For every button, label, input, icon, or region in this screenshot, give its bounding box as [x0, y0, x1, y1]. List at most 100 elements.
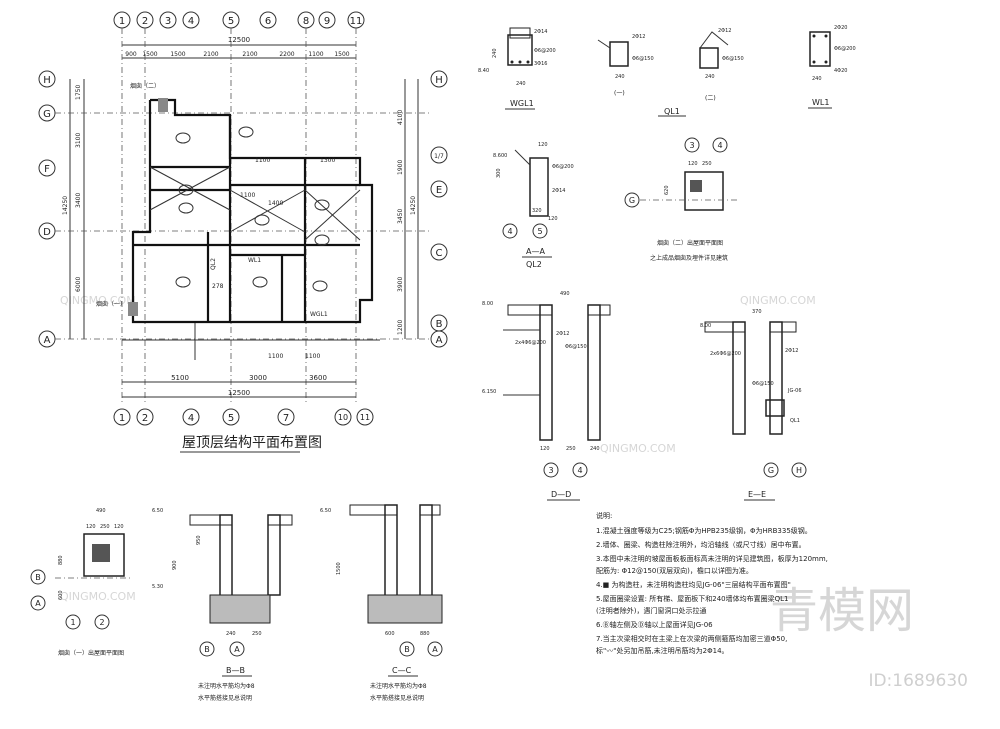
dim-text: 1750 — [75, 85, 82, 100]
dim-text: 240 — [615, 74, 625, 80]
wgl1-section: 2Φ14 Φ6@200 3Φ16 8.40 240 240 WGL1 — [478, 27, 556, 110]
axis-label: A — [436, 335, 443, 346]
beam-label: 1100 — [268, 353, 283, 360]
cc-note: 水平筋搭接见总说明 — [370, 694, 424, 702]
beam-label: 278 — [212, 283, 224, 290]
dim-text: 120 — [540, 446, 550, 452]
dim-text: Φ6@200 — [834, 46, 856, 52]
section-aa: 8.600 300 120 Φ6@200 2Φ14 320 120 4 5 A—… — [493, 142, 574, 269]
axis-label: H — [43, 75, 51, 86]
dim-text: 3100 — [75, 133, 82, 148]
dim-text: 250 — [100, 524, 110, 530]
note-line: 标"〰"处另加吊筋,未注明吊筋均为2Φ14。 — [596, 646, 729, 655]
dim-text: 12500 — [228, 389, 250, 397]
dim-text: 14250 — [410, 196, 417, 215]
axis-label: 5 — [537, 227, 542, 236]
section-dd: 8.00 6.150 490 2Φ12 2x4Φ6@200 Φ6@150 120… — [482, 291, 611, 501]
dim-text: 8.600 — [493, 153, 507, 159]
note-line: 1.混凝土强度等级为C25;钢筋Φ为HPB235级钢，Φ为HRB335级钢。 — [596, 526, 812, 535]
axis-label: 4 — [577, 466, 582, 475]
dim-text: QL1 — [790, 418, 800, 424]
watermark-latin: QINGMO.COM — [60, 294, 136, 307]
dim-text: 1900 — [397, 160, 404, 175]
dim-text: 120 — [548, 216, 558, 222]
left-axis-column: H G F D A — [38, 70, 56, 348]
chimney2-note: 之上成品烟囱及埋件详见建筑 — [650, 254, 728, 262]
dim-text: 2Φ20 — [834, 25, 847, 31]
dim-text: 240 — [492, 48, 498, 58]
plan-walls — [122, 98, 380, 360]
axis-label: 2 — [142, 413, 148, 424]
axis-label: 3 — [165, 16, 171, 27]
axis-label: 11 — [360, 413, 370, 422]
axis-label: 8 — [303, 16, 309, 27]
dim-text: 2Φ12 — [785, 348, 798, 354]
dim-text: 2200 — [279, 51, 294, 58]
watermark-latin-2: QINGMO.COM — [60, 590, 136, 603]
axis-label: 6 — [265, 16, 271, 27]
axis-label: A — [432, 645, 438, 654]
dim-text: 120 — [86, 524, 96, 530]
beam-label: 1400 — [268, 200, 283, 207]
dim-text: 2x6Φ6@200 — [710, 351, 741, 357]
section-label: A—A — [526, 247, 545, 256]
section-label: B—B — [226, 666, 245, 675]
dim-text: 8.40 — [478, 68, 489, 74]
section-label: WGL1 — [510, 99, 534, 108]
dim-text: 4Φ20 — [834, 68, 847, 74]
beam-label: 1100 — [305, 353, 320, 360]
dim-text: 2Φ14 — [552, 188, 565, 194]
dim-text: 6.150 — [482, 389, 496, 395]
axis-label: 11 — [350, 16, 363, 27]
axis-label: 7 — [283, 413, 289, 424]
axis-label: B — [204, 645, 210, 654]
dim-text: 600 — [385, 631, 395, 637]
axis-label: 5 — [228, 16, 234, 27]
chimney1-title: 烟囱（一）出屋面平面图 — [58, 649, 124, 657]
wl1-section: 2Φ20 Φ6@200 4Φ20 240 WL1 — [808, 25, 856, 109]
dim-text: 12500 — [228, 36, 250, 44]
dim-text: 250 — [566, 446, 576, 452]
dim-text: 880 — [58, 555, 64, 565]
dim-text: 240 — [705, 74, 715, 80]
section-label: D—D — [551, 490, 571, 499]
dim-text: 240 — [226, 631, 236, 637]
note-line: 2.墙体、圈梁、构造柱除注明外，均沿轴线（或尺寸线）居中布置。 — [596, 540, 806, 549]
beam-label: WGL1 — [310, 311, 328, 318]
dim-text: 490 — [560, 291, 570, 297]
axis-label: A — [44, 335, 51, 346]
dim-text: 300 — [496, 168, 502, 178]
axis-label: C — [436, 248, 443, 259]
beam-label: QL2 — [210, 258, 217, 270]
dim-text: 4100 — [397, 110, 404, 125]
dim-text: Φ6@200 — [552, 164, 574, 170]
axis-label: 10 — [338, 413, 348, 422]
dim-text: 370 — [752, 309, 762, 315]
axis-label: 3 — [689, 141, 694, 150]
dim-text: 2100 — [203, 51, 218, 58]
dim-text: 5.30 — [152, 584, 163, 590]
dim-text: 8.00 — [700, 323, 711, 329]
axis-label: 2 — [99, 618, 104, 627]
bb-note: 未注明水平筋均为Φ8 — [198, 682, 255, 690]
axis-label: 4 — [188, 16, 194, 27]
axis-label: G — [768, 466, 774, 475]
section-label: C—C — [392, 666, 412, 675]
section-bb: 6.50 5.30 240 250 900 950 B A B—B 未注明水平筋… — [152, 508, 293, 702]
section-label: QL1 — [664, 107, 680, 116]
axis-label: G — [43, 109, 51, 120]
dim-text: 880 — [420, 631, 430, 637]
ql1-sub1: (一) — [614, 90, 625, 97]
axis-label: A — [35, 599, 41, 608]
dim-text: Φ6@150 — [632, 56, 654, 62]
dim-text: 2x4Φ6@200 — [515, 340, 546, 346]
dim-text: 14250 — [62, 196, 69, 215]
axis-label: F — [44, 164, 50, 175]
dim-text: 6.50 — [152, 508, 163, 514]
dim-text: 900 — [172, 560, 178, 570]
chimney-2-plan: 3 4 G 120 250 620 烟囱（二）出屋面平面图 之上成品烟囱及埋件详… — [624, 137, 740, 262]
dim-text: Φ6@150 — [722, 56, 744, 62]
dim-text: 3400 — [75, 193, 82, 208]
roof-structure-plan: 1 2 3 4 5 6 8 9 11 12500 900 1500 1500 2… — [38, 11, 448, 453]
dim-text: 3900 — [397, 277, 404, 292]
